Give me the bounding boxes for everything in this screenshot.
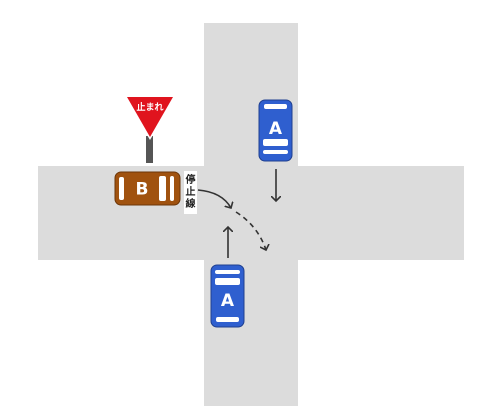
stop-line-char-2: 止 <box>186 185 196 198</box>
vehicle-a-top-label: A <box>269 119 283 139</box>
stop-line-label: 停 止 線 <box>184 171 197 214</box>
vehicle-a-bottom-label: A <box>221 291 235 311</box>
stop-sign-pole <box>146 136 153 163</box>
vehicle-b-label: B <box>136 180 149 200</box>
stop-sign-inner <box>127 97 173 137</box>
vehicle-a-bottom: A <box>210 264 245 328</box>
stop-line-char-3: 線 <box>186 197 196 210</box>
vehicle-a-top: A <box>258 99 293 162</box>
arrow-b-turn-solid <box>197 189 231 208</box>
stop-sign: 止まれ <box>124 96 176 163</box>
vehicle-b-left: B <box>114 171 181 206</box>
arrow-b-turn-dashed <box>235 211 266 250</box>
stop-sign-text: 止まれ <box>136 101 163 113</box>
horizontal-road <box>38 166 464 260</box>
stop-line-char-1: 停 <box>186 173 196 186</box>
stop-line-box <box>184 171 197 214</box>
